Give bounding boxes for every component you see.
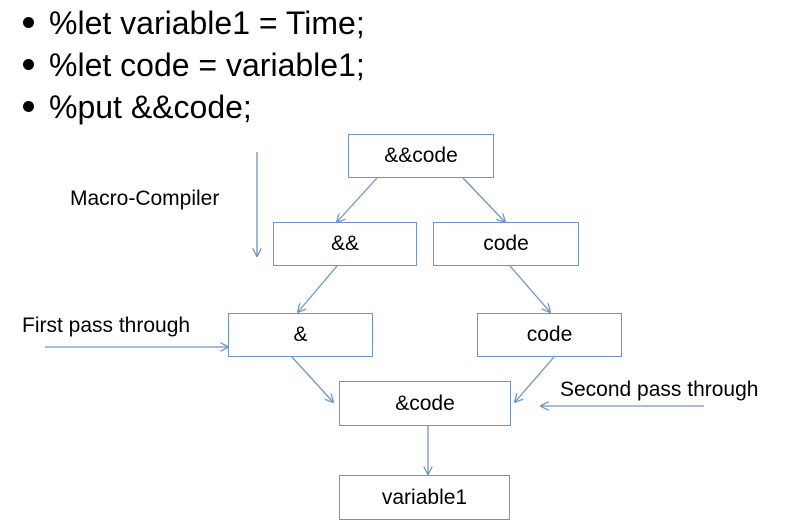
node-ampamp: && xyxy=(273,222,417,266)
code-line-let-code: %let code = variable1; xyxy=(22,44,365,86)
node-code-bottom: code xyxy=(477,313,622,357)
second-pass-label: Second pass through xyxy=(560,378,759,401)
bullet-icon xyxy=(23,59,34,70)
first-pass-label: First pass through xyxy=(22,314,191,337)
edge-code-to-amp-code xyxy=(515,356,555,402)
edge-amp-amp-to-amp xyxy=(298,265,338,312)
macro-compiler-label: Macro-Compiler xyxy=(70,187,220,210)
bullet-icon xyxy=(23,17,34,28)
macro-code-list: %let variable1 = Time; %let code = varia… xyxy=(22,2,365,128)
code-line-text: %let variable1 = Time; xyxy=(49,5,365,41)
code-line-text: %put &&code; xyxy=(49,89,252,125)
node-ampamp-code: &&code xyxy=(348,134,494,178)
edge-amp-to-amp-code xyxy=(291,356,333,402)
edge-code-to-code xyxy=(509,265,550,312)
node-variable1: variable1 xyxy=(339,475,510,520)
edge-root-to-amp-amp xyxy=(337,177,378,222)
node-amp: & xyxy=(228,313,373,357)
bullet-icon xyxy=(23,101,34,112)
node-amp-code: &code xyxy=(339,381,511,426)
code-line-let-variable1: %let variable1 = Time; xyxy=(22,2,365,44)
code-line-put: %put &&code; xyxy=(22,86,365,128)
node-code-top: code xyxy=(433,222,579,266)
edge-root-to-code xyxy=(462,177,505,222)
code-line-text: %let code = variable1; xyxy=(49,47,365,83)
